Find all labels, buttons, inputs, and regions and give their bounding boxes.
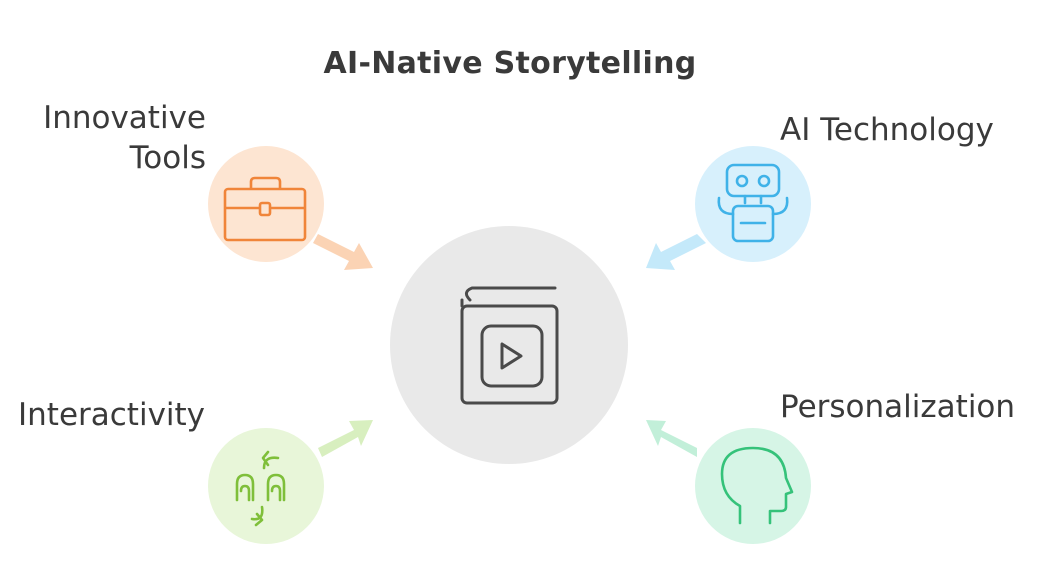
label-ai-technology: AI Technology — [780, 112, 994, 148]
toolbox-icon — [223, 176, 307, 242]
diagram-title: AI-Native Storytelling — [323, 46, 697, 81]
label-interactivity: Interactivity — [18, 397, 206, 433]
center-circle — [390, 226, 628, 464]
label-personalization: Personalization — [780, 389, 1016, 425]
node-circle-personalization — [695, 428, 811, 544]
book-video-icon — [460, 286, 559, 405]
arrow-personalization — [646, 420, 697, 457]
hands-exchange-icon — [235, 450, 286, 527]
arrow-tools — [313, 234, 373, 270]
node-circle-interactivity — [208, 428, 324, 544]
node-circle-ai — [695, 146, 811, 262]
arrow-ai — [646, 234, 706, 270]
label-innovative-tools: Innovative Tools — [43, 100, 206, 176]
head-profile-icon — [720, 446, 794, 525]
robot-icon — [717, 163, 789, 243]
arrow-interactivity — [318, 420, 373, 457]
